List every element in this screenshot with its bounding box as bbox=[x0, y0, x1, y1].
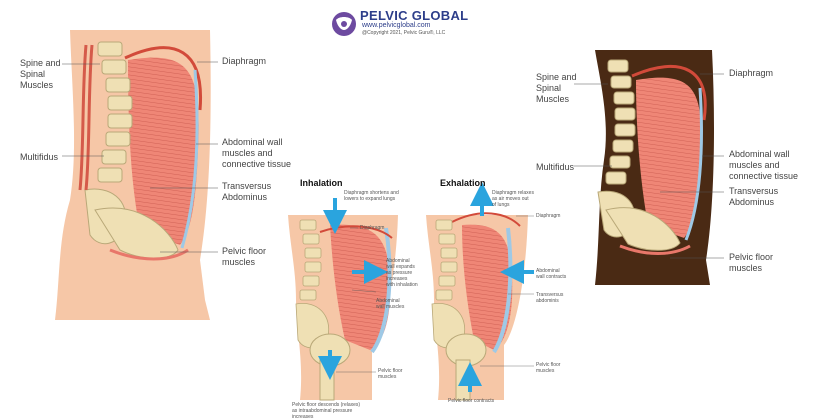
inhale-label-pelvic: Pelvic floor muscles bbox=[378, 368, 403, 380]
exhale-diaphragm-note: Diaphragm relaxes as air moves out of lu… bbox=[492, 190, 534, 208]
left-diaphragm-line bbox=[124, 46, 203, 111]
left-label-abdominal: Abdominal wall muscles and connective ti… bbox=[222, 137, 292, 169]
right-label-spine: Spine and Spinal Muscles bbox=[536, 72, 577, 104]
logo-url: www.pelvicglobal.com bbox=[362, 22, 431, 29]
right-pelvis bbox=[605, 207, 681, 251]
inhale-label-abdominal: Abdominal wall muscles bbox=[376, 298, 405, 310]
right-pelvic-floor bbox=[619, 244, 691, 255]
inhale-diaphragm-note: Diaphragm shortens and lowers to expand … bbox=[344, 190, 399, 202]
exhale-label-pelvic: Pelvic floor muscles bbox=[536, 362, 561, 374]
right-label-transversus: Transversus Abdominus bbox=[729, 186, 779, 207]
inhalation-title: Inhalation bbox=[300, 178, 343, 188]
right-abdominal-muscle bbox=[636, 77, 702, 239]
exhale-femur bbox=[455, 359, 471, 401]
right-diaphragm-line bbox=[631, 65, 707, 121]
left-pelvic-floor bbox=[109, 248, 189, 261]
left-label-transversus: Transversus Abdominus bbox=[222, 181, 272, 202]
left-abdominal-muscle bbox=[128, 57, 199, 245]
left-label-pelvic: Pelvic floor muscles bbox=[222, 246, 267, 267]
right-label-multifidus: Multifidus bbox=[536, 162, 575, 172]
inhale-abdominal-muscle bbox=[330, 224, 391, 350]
right-label-pelvic: Pelvic floor muscles bbox=[729, 252, 774, 273]
right-leader-lines bbox=[574, 73, 724, 259]
exhale-leader-lines bbox=[480, 215, 534, 367]
logo-brand: PELVIC GLOBAL bbox=[360, 8, 469, 23]
left-torso-diagram bbox=[55, 30, 211, 320]
exhale-pelvic-note: Pelvic floor contracts bbox=[448, 398, 495, 404]
left-label-multifidus: Multifidus bbox=[20, 152, 59, 162]
right-fascia bbox=[684, 87, 703, 241]
left-label-diaphragm: Diaphragm bbox=[222, 56, 267, 66]
exhale-label-transversus: Transversus abdominis bbox=[536, 292, 564, 304]
inhale-pelvic-note: Pelvic floor descends (relaxes) as intra… bbox=[292, 402, 361, 420]
left-fascia bbox=[180, 69, 199, 249]
right-torso-diagram bbox=[595, 50, 714, 285]
exhalation-title: Exhalation bbox=[440, 178, 486, 188]
exhale-label-abdominal: Abdominal wall contracts bbox=[536, 268, 567, 280]
logo-copyright: @Copyright 2021, Pelvic Guru®, LLC bbox=[362, 30, 446, 36]
exhale-diaphragm bbox=[451, 212, 521, 227]
exhale-label-diaphragm: Diaphragm bbox=[536, 213, 561, 219]
exhale-fascia bbox=[492, 227, 513, 354]
pelvic-global-logo: PELVIC GLOBAL www.pelvicglobal.com @Copy… bbox=[330, 8, 470, 40]
exhale-abdominal-muscle bbox=[462, 224, 513, 350]
inhale-leader-lines bbox=[336, 227, 377, 373]
left-label-spine: Spine and Spinal Muscles bbox=[20, 58, 61, 90]
left-leader-lines bbox=[62, 61, 218, 253]
inhalation-diagram bbox=[288, 198, 398, 401]
inhale-label-diaphragm: Diaphragm bbox=[360, 225, 385, 231]
inhale-abdominal-note: Abdominal wall expands as pressure incre… bbox=[386, 258, 418, 288]
left-spinal-muscles bbox=[78, 44, 94, 191]
pelvis-logo-icon bbox=[332, 12, 356, 36]
left-pelvis bbox=[94, 207, 179, 259]
right-label-abdominal: Abdominal wall muscles and connective ti… bbox=[729, 149, 799, 181]
exhalation-diagram bbox=[426, 182, 534, 401]
right-label-diaphragm: Diaphragm bbox=[729, 68, 774, 78]
inhale-fascia bbox=[370, 227, 392, 354]
